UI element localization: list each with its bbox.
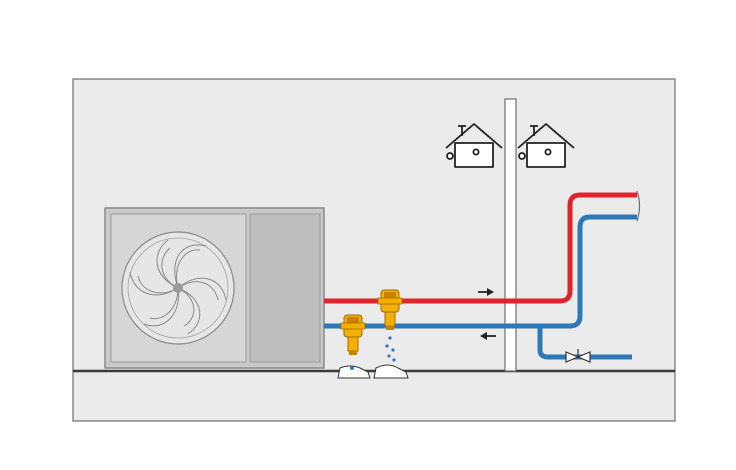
heat-pump-unit-icon bbox=[104, 207, 325, 369]
supply-pipe bbox=[324, 192, 637, 304]
house-icon bbox=[517, 123, 575, 168]
water-drops-icon bbox=[385, 336, 396, 362]
arrow-left-icon bbox=[480, 332, 496, 340]
drain-tray-icon bbox=[373, 364, 409, 379]
arrow-right-icon bbox=[478, 288, 494, 296]
return-pipe bbox=[324, 214, 637, 329]
drain-tray-icon bbox=[337, 365, 371, 379]
gate-valve-icon bbox=[565, 349, 591, 363]
fan-icon bbox=[121, 231, 235, 345]
dirt-separator-valve-icon bbox=[340, 314, 366, 355]
branch-pipe bbox=[537, 326, 632, 360]
pipe-end-cap bbox=[636, 190, 641, 222]
dirt-separator-valve-icon bbox=[377, 289, 403, 330]
house-icon bbox=[445, 123, 503, 168]
building-wall bbox=[504, 98, 517, 372]
